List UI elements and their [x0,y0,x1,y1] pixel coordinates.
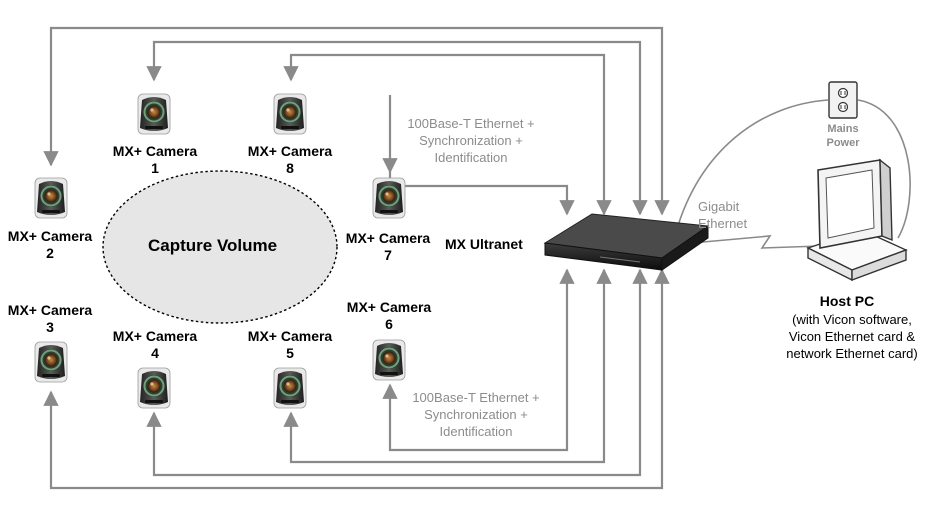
gigabit-ethernet-cable [691,235,821,249]
ultranet-label: MX Ultranet [445,236,523,252]
cable-camera-1 [146,40,642,214]
camera-4-number: 4 [151,345,159,361]
power-outlet-icon [828,81,858,119]
camera-4-icon [137,367,171,409]
camera-2-number: 2 [46,245,54,261]
network-top-line-1: 100Base-T Ethernet + [407,116,535,131]
camera-7-icon [372,177,406,219]
host-pc-detail-3: network Ethernet card) [786,346,918,361]
camera-7-name: MX+ Camera [345,230,431,246]
cable-camera-4 [146,270,642,477]
camera-4-name: MX+ Camera [112,328,198,344]
cable-camera-5 [283,270,606,464]
cable-network [43,26,670,490]
host-pc-icon [806,158,908,282]
camera-8-number: 8 [286,160,294,176]
network-top-line-2: Synchronization + [419,133,523,148]
cable-camera-8 [283,53,606,214]
ultranet-device-icon [543,213,710,271]
host-pc-detail-1: (with Vicon software, [792,312,912,327]
power-cable-host [857,99,911,239]
network-bottom-line-3: Identification [439,424,513,439]
camera-7-number: 7 [384,247,392,263]
camera-6-name: MX+ Camera [346,299,432,315]
camera-3-label: MX+ Camera 3 [0,302,105,336]
camera-3-icon [34,341,68,383]
camera-2-name: MX+ Camera [7,228,93,244]
camera-2-icon [34,177,68,219]
cable-camera-2 [43,26,664,214]
camera-2-label: MX+ Camera 2 [0,228,105,262]
camera-1-label: MX+ Camera 1 [100,143,210,177]
network-bottom-line-2: Synchronization + [424,407,528,422]
mains-line-1: Mains [827,123,859,135]
camera-5-name: MX+ Camera [247,328,333,344]
network-bottom-line-1: 100Base-T Ethernet + [412,390,540,405]
camera-1-icon [137,93,171,135]
camera-5-icon [273,367,307,409]
camera-1-number: 1 [151,160,159,176]
camera-8-name: MX+ Camera [247,143,333,159]
cable-camera-3 [43,270,664,490]
gigabit-line-2: Ethernet [698,216,748,231]
network-label-bottom: 100Base-T Ethernet + Synchronization + I… [381,389,571,440]
camera-4-label: MX+ Camera 4 [100,328,210,362]
camera-8-icon [273,93,307,135]
camera-8-label: MX+ Camera 8 [235,143,345,177]
gigabit-line-1: Gigabit [698,199,740,214]
host-pc-title: Host PC [819,293,875,309]
camera-5-label: MX+ Camera 5 [235,328,345,362]
camera-6-icon [372,339,406,381]
camera-7-label: MX+ Camera 7 [333,230,443,264]
network-top-line-3: Identification [434,150,508,165]
camera-6-label: MX+ Camera 6 [334,299,444,333]
network-label-top: 100Base-T Ethernet + Synchronization + I… [376,115,566,166]
camera-1-name: MX+ Camera [112,143,198,159]
camera-5-number: 5 [286,345,294,361]
capture-volume-ellipse [102,170,338,324]
camera-3-number: 3 [46,319,54,335]
gigabit-ethernet-label: Gigabit Ethernet [698,198,747,232]
capture-volume-label: Capture Volume [148,236,278,255]
mains-power-label: Mains Power [813,122,873,150]
camera-3-name: MX+ Camera [7,302,93,318]
mains-line-2: Power [826,137,860,149]
host-pc-detail-2: Vicon Ethernet card & [788,329,916,344]
cable-camera-6 [382,270,569,452]
power-cable-ultranet [675,99,829,233]
host-pc-details: (with Vicon software, Vicon Ethernet car… [757,311,947,362]
camera-6-number: 6 [385,316,393,332]
